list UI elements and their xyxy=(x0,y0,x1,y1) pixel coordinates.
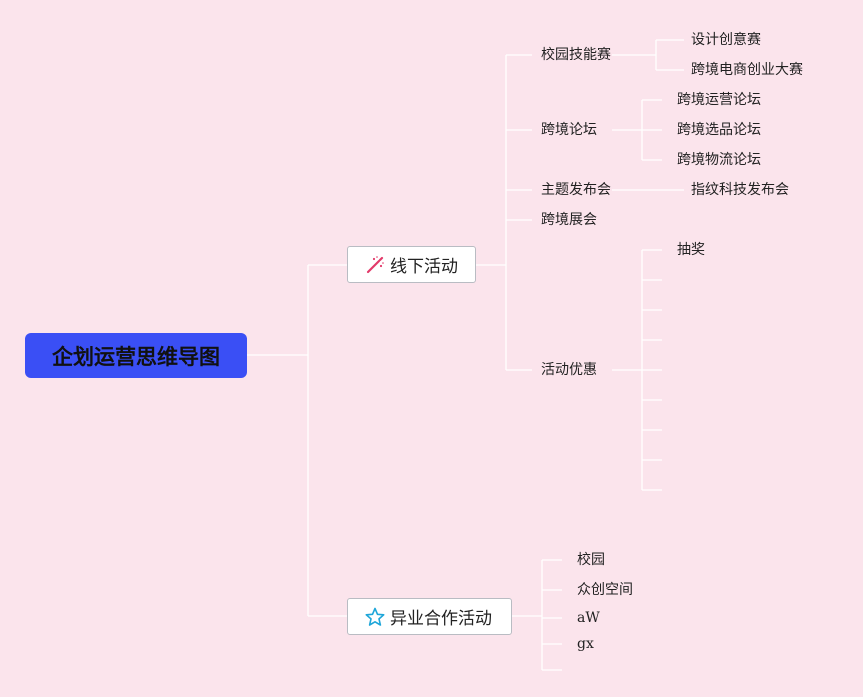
topic-label: 线下活动 xyxy=(390,257,458,277)
topic-aw[interactable]: aW xyxy=(577,610,600,626)
topic-lottery[interactable]: 抽奖 xyxy=(677,242,705,258)
topic-gx[interactable]: gx xyxy=(577,636,594,652)
topic-partner-activities[interactable]: 异业合作活动 xyxy=(347,598,512,635)
topic-operations-forum[interactable]: 跨境运营论坛 xyxy=(677,92,761,108)
topic-event-discounts[interactable]: 活动优惠 xyxy=(541,362,597,378)
magic-wand-icon xyxy=(364,254,386,276)
topic-offline-activities[interactable]: 线下活动 xyxy=(347,246,476,283)
topic-cross-border-forum[interactable]: 跨境论坛 xyxy=(541,122,597,138)
topic-campus[interactable]: 校园 xyxy=(577,552,605,568)
star-icon xyxy=(364,606,386,628)
topic-maker-space[interactable]: 众创空间 xyxy=(577,582,633,598)
topic-design-creative-contest[interactable]: 设计创意赛 xyxy=(691,32,761,48)
topic-label: 异业合作活动 xyxy=(390,609,492,629)
topic-cross-border-expo[interactable]: 跨境展会 xyxy=(541,212,597,228)
topic-ecommerce-startup-contest[interactable]: 跨境电商创业大赛 xyxy=(691,62,803,78)
topic-product-selection-forum[interactable]: 跨境选品论坛 xyxy=(677,122,761,138)
topic-logistics-forum[interactable]: 跨境物流论坛 xyxy=(677,152,761,168)
topic-themed-launch[interactable]: 主题发布会 xyxy=(541,182,611,198)
topic-campus-skills-contest[interactable]: 校园技能赛 xyxy=(541,47,611,63)
topic-fingerprint-tech-launch[interactable]: 指纹科技发布会 xyxy=(691,182,789,198)
root-topic[interactable]: 企划运营思维导图 xyxy=(25,333,247,378)
